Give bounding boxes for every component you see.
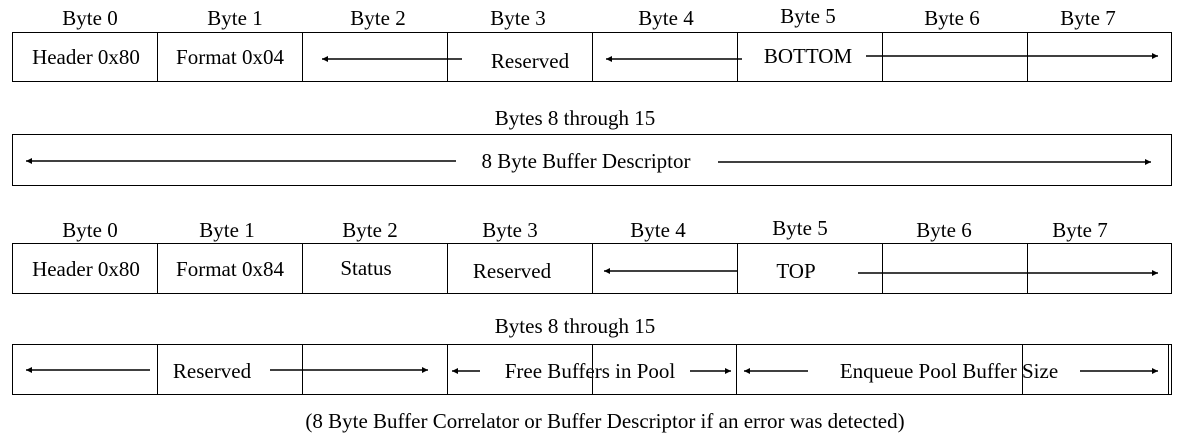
- d2-format-field: Format 0x84: [176, 257, 284, 281]
- divider: [737, 32, 738, 82]
- footnote: (8 Byte Buffer Correlator or Buffer Desc…: [305, 409, 905, 433]
- divider: [447, 32, 448, 82]
- d1-format-field: Format 0x04: [176, 45, 284, 69]
- d2-header-field: Header 0x80: [32, 257, 140, 281]
- divider: [1027, 32, 1028, 82]
- d1-byte-2-label: Byte 2: [350, 6, 406, 30]
- d2-free-buffers-field: Free Buffers in Pool: [504, 359, 676, 383]
- d1-byte-3-label: Byte 3: [490, 6, 546, 30]
- d2-enqueue-pool-buffer-size-field: Enqueue Pool Buffer Size: [839, 359, 1059, 383]
- d2-byte-3-label: Byte 3: [482, 218, 538, 242]
- divider: [157, 32, 158, 82]
- d2-reserved2-field: Reserved: [172, 359, 252, 383]
- divider: [302, 32, 303, 82]
- d1-byte-1-label: Byte 1: [207, 6, 263, 30]
- divider: [447, 243, 448, 294]
- divider: [447, 344, 448, 395]
- divider: [1022, 344, 1023, 395]
- d1-byte-5-label: Byte 5: [780, 4, 836, 28]
- d2-status-field: Status: [340, 256, 392, 280]
- d2-byte-7-label: Byte 7: [1052, 218, 1108, 242]
- d2-byte-0-label: Byte 0: [62, 218, 118, 242]
- divider: [1168, 344, 1169, 395]
- divider: [1027, 243, 1028, 294]
- d1-byte-4-label: Byte 4: [638, 6, 694, 30]
- d1-bottom-field: BOTTOM: [759, 44, 857, 68]
- divider: [882, 243, 883, 294]
- divider: [736, 344, 737, 395]
- d2-byte-2-label: Byte 2: [342, 218, 398, 242]
- divider: [157, 243, 158, 294]
- d2-bytes-8-15-label: Bytes 8 through 15: [494, 314, 656, 338]
- divider: [737, 243, 738, 294]
- divider: [157, 344, 158, 395]
- d2-top-field: TOP: [772, 259, 820, 283]
- d1-byte-0-label: Byte 0: [62, 6, 118, 30]
- d1-reserved-field: Reserved: [486, 49, 574, 73]
- d2-byte-5-label: Byte 5: [772, 216, 828, 240]
- d2-byte-1-label: Byte 1: [199, 218, 255, 242]
- d1-bytes-8-15-label: Bytes 8 through 15: [494, 106, 656, 130]
- d1-byte-6-label: Byte 6: [924, 6, 980, 30]
- divider: [302, 344, 303, 395]
- divider: [302, 243, 303, 294]
- d1-buffer-descriptor-field: 8 Byte Buffer Descriptor: [477, 149, 695, 173]
- divider: [592, 32, 593, 82]
- d1-bytes-8-15-box: [12, 134, 1172, 186]
- d2-reserved-field: Reserved: [472, 259, 552, 283]
- d2-byte-4-label: Byte 4: [630, 218, 686, 242]
- divider: [592, 344, 593, 395]
- d2-byte-6-label: Byte 6: [916, 218, 972, 242]
- divider: [882, 32, 883, 82]
- divider: [592, 243, 593, 294]
- d1-header-field: Header 0x80: [32, 45, 140, 69]
- d1-byte-7-label: Byte 7: [1060, 6, 1116, 30]
